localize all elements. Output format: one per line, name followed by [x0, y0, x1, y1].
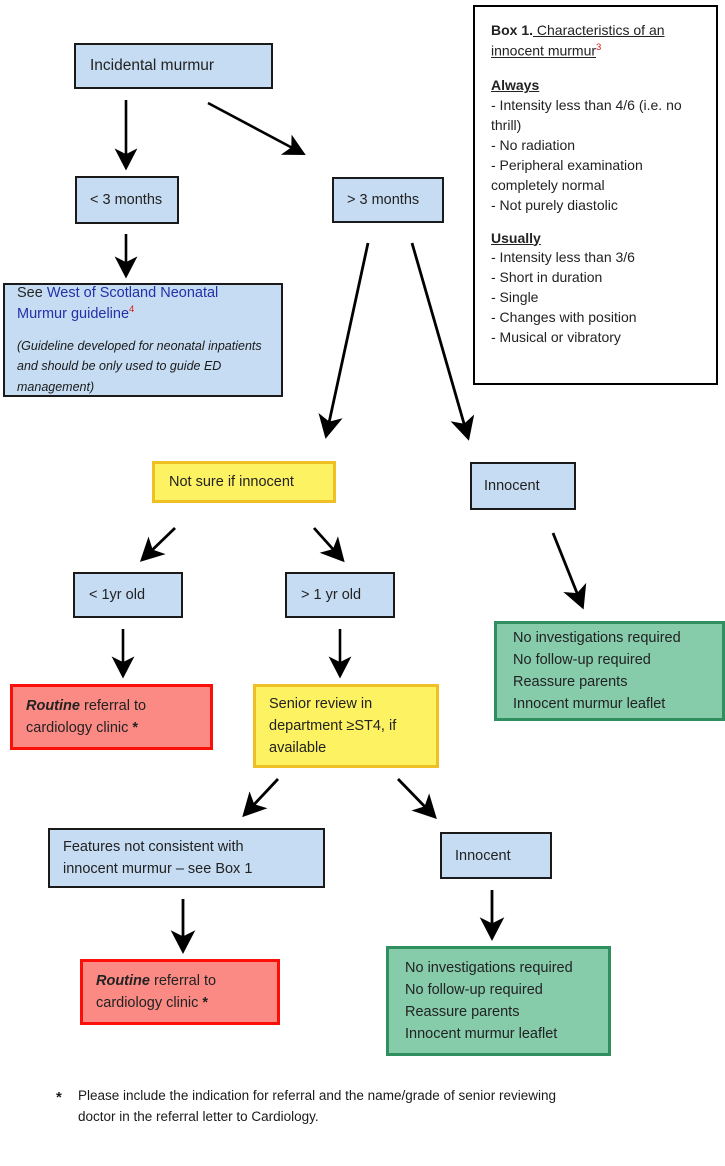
- no-investigations-top-line2: No follow-up required: [513, 652, 651, 668]
- box1-characteristics-panel: Box 1. Characteristics of an innocent mu…: [473, 5, 718, 385]
- box1-always-item: - Not purely diastolic: [491, 196, 618, 213]
- no-investigations-bottom-line3: Reassure parents: [405, 1004, 520, 1020]
- guideline-link-line1[interactable]: West of Scotland Neonatal: [46, 285, 219, 302]
- node-routine-referral-bottom[interactable]: Routine referral to cardiology clinic *: [80, 959, 280, 1025]
- node-innocent-top[interactable]: Innocent: [470, 462, 576, 510]
- box1-title: Box 1. Characteristics of an innocent mu…: [491, 21, 700, 61]
- arrow-senior-to-innocent-bottom: [396, 778, 437, 820]
- box1-title-lead: Box 1.: [491, 22, 534, 38]
- node-no-investigations-top[interactable]: No investigations required No follow-up …: [494, 621, 725, 721]
- box1-usually-item: - Musical or vibratory: [491, 328, 621, 345]
- node-greater-than-3-months[interactable]: > 3 months: [332, 177, 444, 223]
- guideline-reference-superscript: 4: [129, 303, 135, 315]
- box1-usually-heading: Usually: [491, 229, 541, 246]
- routine-emphasis-bottom: Routine: [96, 973, 150, 989]
- box1-spacer-1: [491, 63, 700, 76]
- no-investigations-bottom-line1: No investigations required: [405, 960, 573, 976]
- senior-review-line2: department ≥ST4, if: [269, 718, 397, 734]
- routine-rest-left: referral to: [79, 698, 147, 714]
- guideline-link-block[interactable]: See West of Scotland Neonatal Murmur gui…: [17, 284, 269, 324]
- features-not-consistent-line1: Features not consistent with: [63, 839, 244, 855]
- footnote-line1: Please include the indication for referr…: [78, 1088, 557, 1103]
- guideline-link-line2[interactable]: Murmur guideline: [17, 305, 130, 322]
- routine-clinic-left: cardiology clinic: [26, 720, 133, 736]
- node-innocent-top-label: Innocent: [484, 478, 540, 494]
- node-less-than-1yr-old[interactable]: < 1yr old: [73, 572, 183, 618]
- routine-referral-left-line2: cardiology clinic *: [26, 718, 197, 738]
- node-not-sure-if-innocent[interactable]: Not sure if innocent: [152, 461, 336, 503]
- box1-always-item: - Peripheral examination: [491, 156, 643, 173]
- node-innocent-bottom[interactable]: Innocent: [440, 832, 552, 879]
- box1-usually-item: - Single: [491, 289, 539, 306]
- arrow-gt3months-to-innocent: [410, 242, 475, 441]
- routine-referral-bottom-line1: Routine referral to: [96, 971, 264, 991]
- senior-review-line1: Senior review in: [269, 696, 373, 712]
- node-greater-than-1yr-old[interactable]: > 1 yr old: [285, 572, 395, 618]
- guideline-note-line2: and should be only used to guide ED: [17, 359, 222, 374]
- box1-always-item: thrill): [491, 117, 522, 134]
- box1-always-item: completely normal: [491, 176, 605, 193]
- box1-always-item: - No radiation: [491, 137, 576, 154]
- no-investigations-top-line3: Reassure parents: [513, 674, 628, 690]
- routine-star-bottom: *: [202, 995, 209, 1011]
- routine-referral-bottom-line2: cardiology clinic *: [96, 993, 264, 1013]
- arrow-innocent-to-green-top: [551, 532, 587, 610]
- guideline-see-label: See: [17, 285, 47, 302]
- routine-star-left: *: [132, 720, 139, 736]
- box1-usually-item: - Intensity less than 3/6: [491, 249, 635, 266]
- guideline-note: (Guideline developed for neonatal inpati…: [17, 337, 269, 395]
- routine-rest-bottom: referral to: [149, 973, 217, 989]
- footnote: * Please include the indication for refe…: [56, 1086, 686, 1128]
- node-innocent-bottom-label: Innocent: [455, 847, 511, 864]
- node-no-investigations-bottom[interactable]: No investigations required No follow-up …: [386, 946, 611, 1056]
- node-not-sure-if-innocent-label: Not sure if innocent: [169, 474, 294, 490]
- box1-usually-item: - Short in duration: [491, 269, 603, 286]
- node-routine-referral-left[interactable]: Routine referral to cardiology clinic *: [10, 684, 213, 750]
- arrow-notsure-to-gt1yr: [312, 527, 345, 563]
- node-greater-than-1yr-old-label: > 1 yr old: [301, 587, 362, 603]
- node-senior-review[interactable]: Senior review in department ≥ST4, if ava…: [253, 684, 439, 768]
- arrow-senior-to-features: [242, 778, 280, 818]
- senior-review-line3: available: [269, 740, 327, 756]
- node-west-of-scotland-guideline[interactable]: See West of Scotland Neonatal Murmur gui…: [3, 283, 283, 397]
- guideline-note-line1: (Guideline developed for neonatal inpati…: [17, 339, 262, 354]
- node-greater-than-3-months-label: > 3 months: [347, 192, 420, 208]
- box1-spacer-2: [491, 216, 700, 229]
- box1-usually-item: - Changes with position: [491, 309, 637, 326]
- node-incidental-murmur[interactable]: Incidental murmur: [74, 43, 273, 89]
- box1-title-superscript: 3: [596, 41, 602, 53]
- box1-title-rest: Characteristics of an: [533, 22, 665, 38]
- node-less-than-3-months-label: < 3 months: [90, 192, 163, 208]
- box1-always-heading: Always: [491, 77, 540, 94]
- box1-always-item: - Intensity less than 4/6 (i.e. no: [491, 97, 682, 114]
- no-investigations-bottom-line2: No follow-up required: [405, 982, 543, 998]
- arrow-notsure-to-lt1yr: [139, 526, 176, 562]
- no-investigations-top-line1: No investigations required: [513, 630, 681, 646]
- node-features-not-consistent[interactable]: Features not consistent with innocent mu…: [48, 828, 325, 888]
- routine-referral-left-line1: Routine referral to: [26, 696, 197, 716]
- node-incidental-murmur-label: Incidental murmur: [90, 57, 215, 74]
- node-less-than-3-months[interactable]: < 3 months: [75, 176, 179, 224]
- arrow-gt3months-to-notsure: [318, 242, 370, 439]
- guideline-note-line3: management): [17, 379, 95, 394]
- no-investigations-bottom-line4: Innocent murmur leaflet: [405, 1026, 558, 1042]
- footnote-star-marker: *: [56, 1089, 62, 1106]
- routine-emphasis-left: Routine: [26, 698, 80, 714]
- box1-title-line2: innocent murmur: [491, 42, 597, 59]
- no-investigations-top-line4: Innocent murmur leaflet: [513, 696, 666, 712]
- arrow-incidental-to-gt3months: [207, 101, 306, 156]
- node-less-than-1yr-old-label: < 1yr old: [89, 587, 146, 603]
- features-not-consistent-line2: innocent murmur – see Box 1: [63, 861, 253, 877]
- routine-clinic-bottom: cardiology clinic: [96, 995, 203, 1011]
- footnote-line2: doctor in the referral letter to Cardiol…: [78, 1108, 319, 1124]
